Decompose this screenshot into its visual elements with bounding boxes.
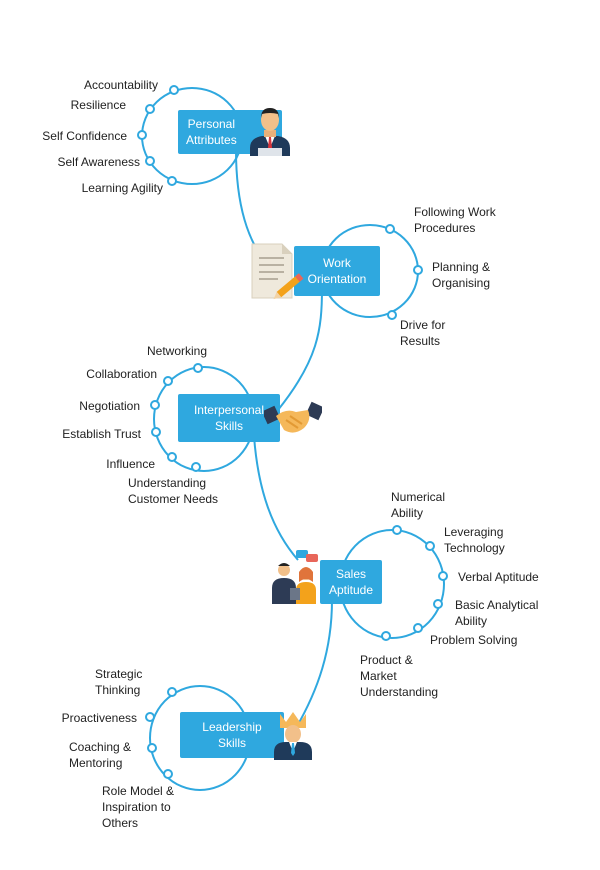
section-box-sales-aptitude: Sales Aptitude [320,560,382,604]
section-title: Interpersonal Skills [193,403,265,433]
section-box-interpersonal-skills: Interpersonal Skills [178,394,280,442]
loop-node [163,376,173,386]
sales-team-icon [272,550,318,604]
section-title: Personal Attributes [186,117,237,147]
competency-label: Proactiveness [61,711,137,725]
loop-node [387,310,397,320]
competency-label: Resilience [70,98,126,112]
loop-node [163,769,173,779]
loop-node [413,265,423,275]
competency-label: Understanding Customer Needs [128,476,219,506]
loop-node [145,156,155,166]
loop-node [145,712,155,722]
handshake-icon [264,401,322,433]
competency-label: Basic Analytical Ability [455,598,539,628]
competency-label: Self Confidence [42,129,127,143]
spine-connector [277,287,323,411]
leader-crown-icon [274,712,312,760]
competency-label: Product & Market Understanding [360,653,439,699]
loop-node [433,599,443,609]
loop-node [145,104,155,114]
section-title: Sales Aptitude [328,567,374,597]
loop-node [169,85,179,95]
competency-label: Networking [147,344,208,358]
competency-label: Role Model & Inspiration to Others [102,784,175,830]
loop-node [385,224,395,234]
loop-node [150,400,160,410]
businessman-icon [250,108,290,156]
loop-node [413,623,423,633]
loop-node [167,452,177,462]
loop-node [191,462,201,472]
competency-label: Negotiation [79,399,140,413]
document-pencil-icon [251,243,304,300]
competency-label: Problem Solving [430,633,518,647]
loop-node [151,427,161,437]
section-title: Leadership Skills [202,720,262,750]
loop-node [167,687,177,697]
spine-connector [295,599,333,729]
loop-node [167,176,177,186]
competency-label: Accountability [83,78,158,92]
loop-node [193,363,203,373]
competency-label: Establish Trust [62,427,141,441]
section-title: Work Orientation [307,256,367,286]
loop-node [392,525,402,535]
competency-label: Collaboration [86,367,157,381]
section-box-leadership-skills: Leadership Skills [180,712,284,758]
competency-label: Numerical Ability [391,490,446,520]
loop-node [137,130,147,140]
loop-node [438,571,448,581]
competency-label: Coaching & Mentoring [69,740,132,770]
competency-label: Strategic Thinking [95,667,143,697]
competency-label: Drive for Results [400,318,446,348]
competency-label: Following Work Procedures [414,205,496,235]
section-box-work-orientation: Work Orientation [294,246,380,296]
loop-node [147,743,157,753]
loop-node [381,631,391,641]
competency-label: Leveraging Technology [444,525,505,555]
competency-label: Learning Agility [81,181,163,195]
loop-node [425,541,435,551]
competency-label: Planning & Organising [432,260,491,290]
competency-label: Verbal Aptitude [458,570,539,584]
spine-connector [253,435,299,561]
competency-label: Influence [106,457,155,471]
competency-label: Self Awareness [57,155,141,169]
